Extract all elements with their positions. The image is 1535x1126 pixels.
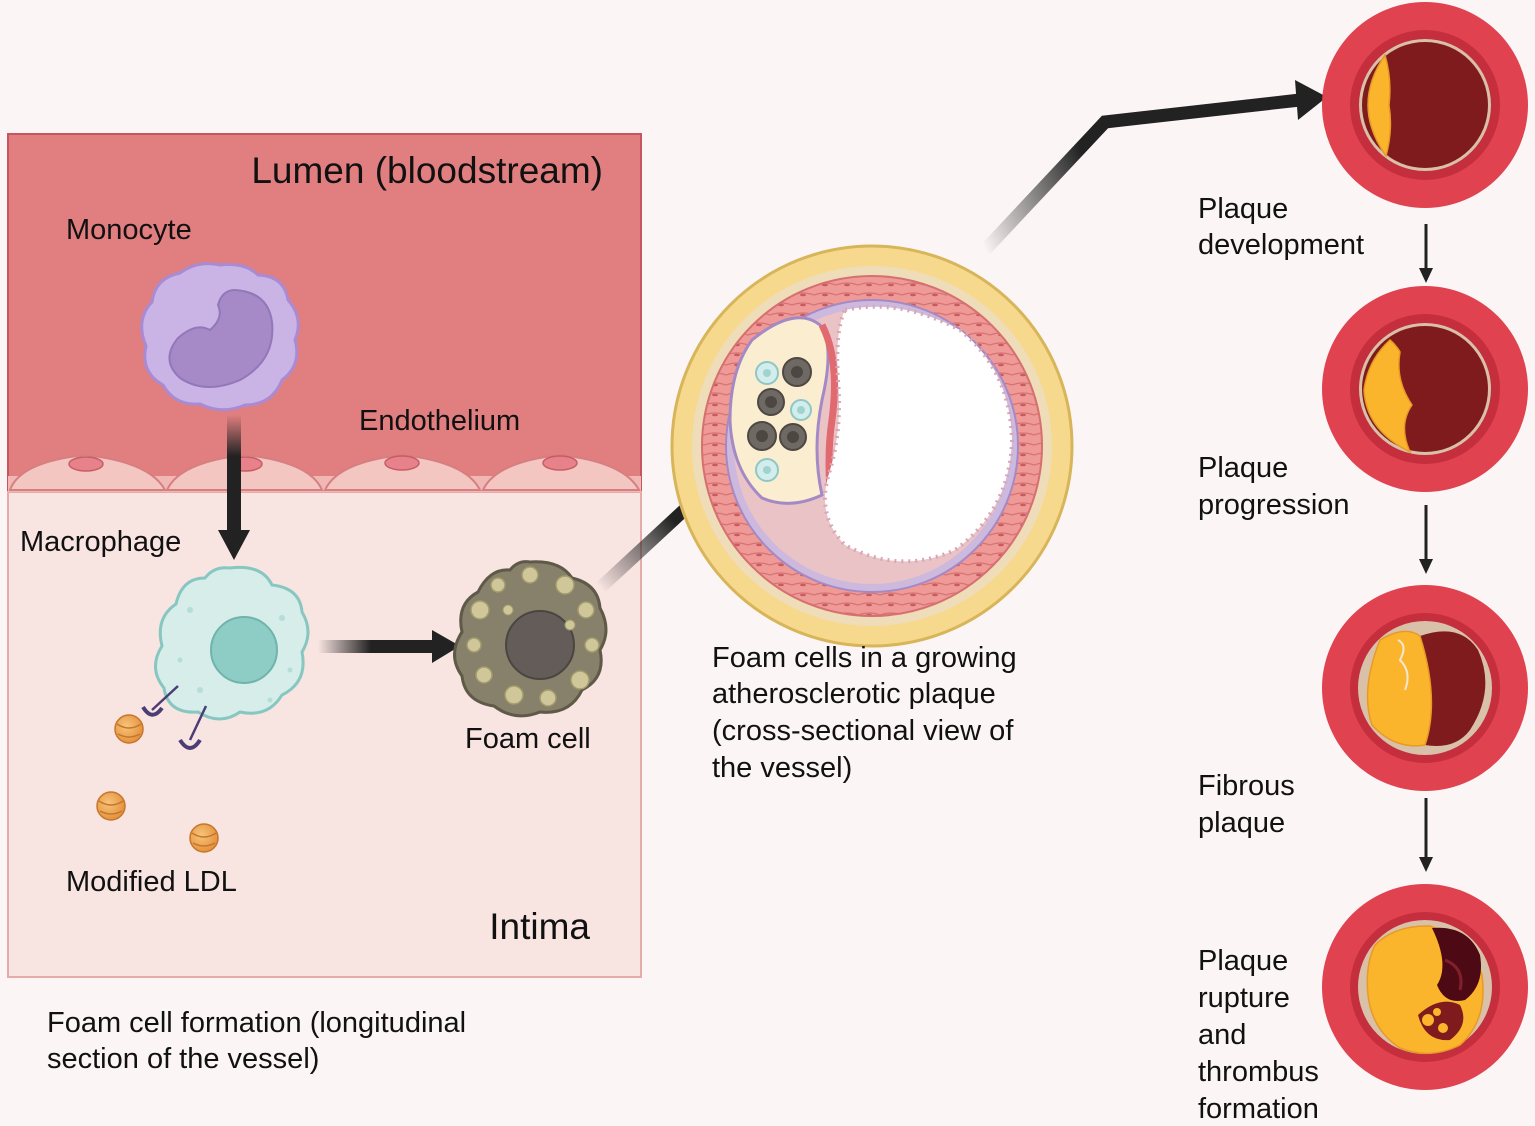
endothelium-layer bbox=[8, 453, 641, 492]
arrow-monocyte-to-macrophage bbox=[218, 415, 250, 560]
cross-section-caption: Foam cells in a growing atherosclerotic … bbox=[712, 642, 1025, 784]
caption-line: the vessel) bbox=[712, 752, 852, 784]
plaque-stages: Plaque development Plaque progression Fi… bbox=[1198, 2, 1528, 1125]
stage-label-fibrous: Fibrous plaque bbox=[1198, 770, 1303, 839]
longitudinal-caption: Foam cell formation (longitudinal sectio… bbox=[47, 1007, 474, 1075]
cross-section-vessel bbox=[670, 244, 1074, 648]
monocyte-cell bbox=[140, 262, 300, 412]
caption-line: section of the vessel) bbox=[47, 1043, 319, 1075]
stage-label-line: formation bbox=[1198, 1093, 1319, 1125]
stage-label-line: and bbox=[1198, 1019, 1246, 1051]
endothelium-label: Endothelium bbox=[359, 405, 520, 437]
stage-arrow-down bbox=[1419, 505, 1433, 574]
stage-label-line: Plaque bbox=[1198, 452, 1288, 484]
stage-plaque-development bbox=[1322, 2, 1528, 208]
stage-label-rupture: Plaque rupture and thrombus formation bbox=[1198, 945, 1327, 1125]
stage-label-line: plaque bbox=[1198, 807, 1285, 839]
stage-label-line: rupture bbox=[1198, 982, 1290, 1014]
stage-plaque-rupture bbox=[1322, 884, 1528, 1090]
lumen-label: Lumen (bloodstream) bbox=[251, 150, 603, 191]
ldl-particle bbox=[96, 791, 126, 821]
foam-cell bbox=[453, 560, 608, 718]
ldl-particle bbox=[189, 823, 219, 853]
stage-label-line: Fibrous bbox=[1198, 770, 1295, 802]
monocyte-label: Monocyte bbox=[66, 214, 192, 246]
arrow-macrophage-to-foam-cell bbox=[318, 630, 460, 663]
stage-label-progression: Plaque progression bbox=[1198, 452, 1350, 521]
stage-label-line: progression bbox=[1198, 489, 1350, 521]
arrow-to-plaque-stages bbox=[980, 80, 1327, 255]
lumen-area bbox=[7, 133, 642, 493]
longitudinal-panel: Lumen (bloodstream) Monocyte Endothelium… bbox=[7, 133, 642, 978]
stage-label-development: Plaque development bbox=[1198, 193, 1364, 261]
macrophage-label: Macrophage bbox=[20, 526, 181, 558]
plaque-foam-cells bbox=[747, 357, 812, 482]
caption-line: Foam cell formation (longitudinal bbox=[47, 1007, 466, 1039]
stage-label-line: Plaque bbox=[1198, 945, 1288, 977]
ldl-particle bbox=[114, 714, 144, 744]
macrophage-cell bbox=[141, 565, 310, 750]
foam-cell-label: Foam cell bbox=[465, 723, 591, 755]
caption-line: Foam cells in a growing bbox=[712, 642, 1017, 674]
stage-label-line: Plaque bbox=[1198, 193, 1288, 225]
modified-ldl-particles bbox=[96, 714, 219, 853]
stage-arrow-down bbox=[1419, 224, 1433, 283]
modified-ldl-label: Modified LDL bbox=[66, 866, 237, 898]
stage-label-line: thrombus bbox=[1198, 1056, 1319, 1088]
stage-fibrous-plaque bbox=[1322, 585, 1528, 791]
caption-line: atherosclerotic plaque bbox=[712, 678, 996, 710]
stage-arrow-down bbox=[1419, 798, 1433, 872]
caption-line: (cross-sectional view of bbox=[712, 715, 1014, 747]
stage-plaque-progression bbox=[1322, 286, 1528, 492]
stage-label-line: development bbox=[1198, 229, 1364, 261]
intima-label: Intima bbox=[489, 906, 590, 947]
